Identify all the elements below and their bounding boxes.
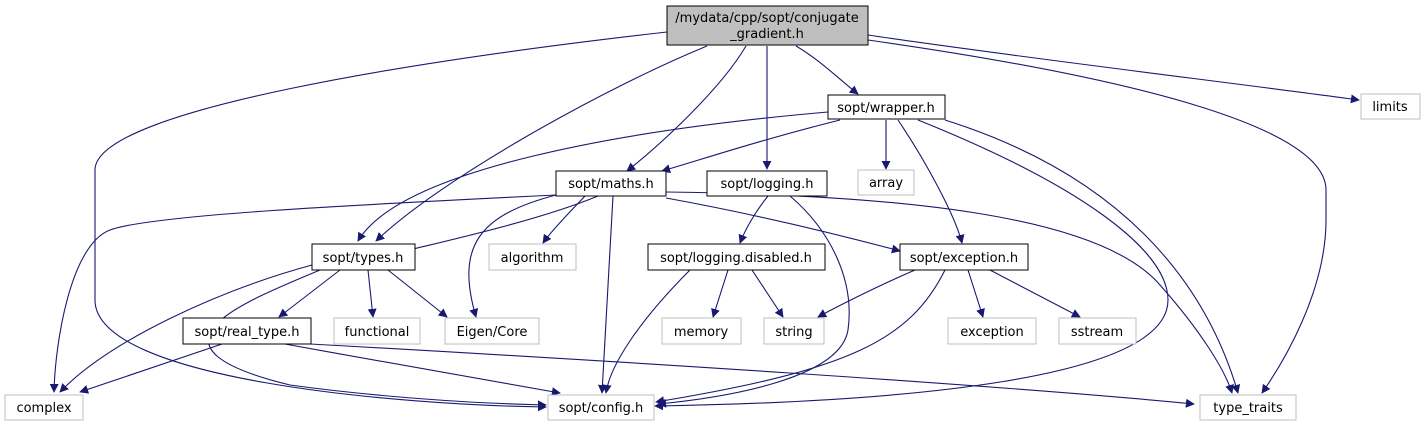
node-label: functional [345, 325, 410, 340]
edge-logging-to-config [657, 195, 850, 408]
edge-maths-to-algorithm [542, 195, 586, 244]
edge-root-to-wrapper [795, 45, 859, 95]
node-label: sopt/real_type.h [194, 325, 299, 340]
node-limits[interactable]: limits [1360, 93, 1421, 120]
node-eigen-core[interactable]: Eigen/Core [444, 317, 540, 345]
node-label: string [775, 325, 812, 340]
edge-root-to-config [94, 31, 668, 412]
node-algorithm[interactable]: algorithm [488, 243, 577, 271]
edge-exception-h-to-config [655, 269, 946, 406]
node-label: algorithm [501, 251, 564, 266]
node-label: limits [1372, 100, 1408, 115]
edge-types-to-eigen [387, 269, 448, 318]
nodes: /mydata/cpp/sopt/conjugate _gradient.h s… [4, 5, 1421, 421]
node-label: sopt/maths.h [568, 177, 654, 192]
node-sopt-logging-disabled-h[interactable]: sopt/logging.disabled.h [647, 243, 826, 271]
edge-root-to-type-traits [867, 39, 1327, 394]
edge-maths-to-complex [49, 194, 557, 393]
edge-exception-h-to-sstream [989, 269, 1081, 318]
node-label: sopt/types.h [323, 251, 404, 266]
edge-maths-to-eigen [468, 194, 557, 318]
node-sopt-wrapper-h[interactable]: sopt/wrapper.h [827, 94, 946, 120]
node-memory[interactable]: memory [661, 317, 742, 345]
edge-wrapper-to-config [654, 119, 1169, 411]
node-sopt-config-h[interactable]: sopt/config.h [547, 394, 655, 421]
node-sopt-real-type-h[interactable]: sopt/real_type.h [182, 317, 312, 345]
edge-maths-to-types [404, 195, 599, 254]
node-sopt-types-h[interactable]: sopt/types.h [311, 243, 416, 271]
edge-wrapper-to-type-traits [944, 119, 1241, 394]
node-label: type_traits [1213, 401, 1283, 416]
root-node[interactable]: /mydata/cpp/sopt/conjugate _gradient.h [666, 5, 869, 46]
edge-maths-to-type-traits [665, 191, 1234, 394]
edge-root-to-types [375, 45, 708, 242]
node-label: sopt/config.h [559, 401, 644, 416]
edge-real-type-to-type-traits [309, 343, 1195, 408]
edge-real-type-to-config [284, 343, 561, 397]
node-sopt-exception-h[interactable]: sopt/exception.h [899, 243, 1029, 271]
edge-wrapper-to-exception-h [897, 119, 965, 244]
edge-wrapper-to-types [357, 111, 829, 242]
edge-wrapper-to-maths [661, 119, 841, 174]
node-label: complex [16, 401, 71, 416]
root-node-label-line2: _gradient.h [729, 27, 804, 42]
edge-logging-to-logging-disabled [738, 195, 769, 244]
node-functional[interactable]: functional [333, 317, 421, 345]
node-sopt-maths-h[interactable]: sopt/maths.h [555, 170, 667, 197]
edge-maths-to-exception-h [665, 197, 901, 254]
node-string[interactable]: string [763, 317, 825, 345]
node-label: memory [674, 325, 729, 340]
node-label: sopt/exception.h [910, 251, 1018, 266]
node-label: array [869, 176, 903, 191]
edge-types-to-complex [59, 264, 313, 393]
node-label: sstream [1071, 325, 1123, 340]
edge-types-to-real-type [278, 269, 341, 318]
edge-exception-h-to-string [817, 269, 916, 318]
node-sopt-logging-h[interactable]: sopt/logging.h [706, 170, 828, 197]
node-complex[interactable]: complex [4, 394, 84, 421]
edge-logging-disabled-to-string [751, 269, 784, 318]
edge-exception-h-to-exception [967, 269, 985, 318]
edge-root-to-maths [626, 45, 747, 172]
edge-real-type-to-complex [79, 343, 223, 394]
node-label: exception [960, 325, 1024, 340]
edge-maths-to-config [597, 195, 614, 394]
edge-types-to-config [207, 269, 547, 410]
node-label: sopt/logging.h [721, 177, 814, 192]
edge-logging-disabled-to-memory [711, 269, 729, 318]
node-sstream[interactable]: sstream [1058, 317, 1137, 345]
node-label: sopt/logging.disabled.h [660, 251, 812, 266]
node-array[interactable]: array [857, 169, 915, 196]
root-node-label-line1: /mydata/cpp/sopt/conjugate [675, 11, 858, 26]
node-label: sopt/wrapper.h [837, 101, 934, 116]
edge-types-to-functional [367, 269, 377, 318]
edges [49, 31, 1360, 412]
node-label: Eigen/Core [457, 325, 528, 340]
node-type-traits[interactable]: type_traits [1199, 394, 1297, 421]
edge-logging-disabled-to-config [602, 269, 691, 394]
edge-root-to-limits [867, 34, 1360, 104]
node-exception[interactable]: exception [947, 317, 1037, 345]
